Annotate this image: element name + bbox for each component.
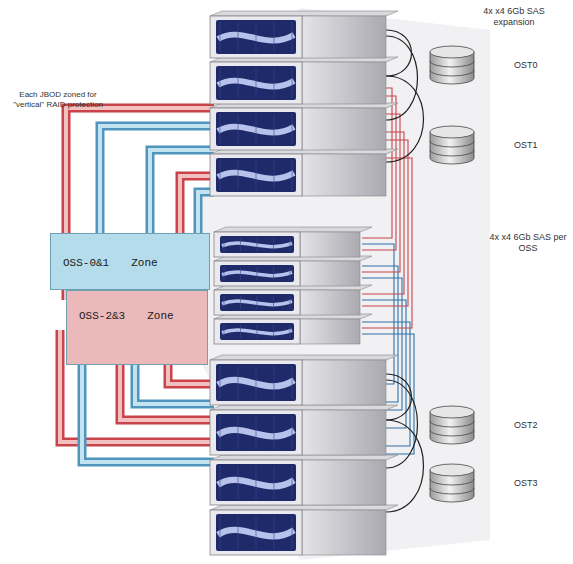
zone-label: OSS-2&3 Zone [79, 310, 174, 322]
storage-target: OST0 [428, 44, 542, 86]
expansion-cable [386, 30, 412, 76]
note-label: Each JBOD zoned for "vertical" RAID prot… [6, 90, 110, 109]
background-shade [200, 8, 490, 560]
expansion-cable [386, 374, 412, 420]
jbod-enclosure [210, 455, 398, 505]
disk-cylinder [428, 124, 476, 166]
zone-label: OSS-0&1 Zone [63, 257, 158, 269]
disk-cylinder [428, 462, 476, 504]
storage-target: OST2 [428, 404, 542, 446]
jbod-enclosure [210, 57, 398, 104]
jbod-enclosure [210, 405, 398, 455]
oss-server [214, 227, 372, 257]
jbod-enclosure [210, 355, 398, 405]
storage-target: OST3 [428, 462, 542, 504]
zone-box: OSS-2&3 Zone [66, 290, 208, 365]
target-label: OST3 [514, 478, 538, 488]
jbod-enclosure [210, 11, 398, 58]
oss-server [214, 256, 372, 286]
zone-cable [100, 126, 214, 240]
oss-server [214, 314, 372, 344]
jbod-enclosure [210, 505, 398, 555]
zone-box: OSS-0&1 Zone [50, 233, 210, 290]
disk-cylinder [428, 404, 476, 446]
note-label: 4x x4 6Gb SAS expansion [462, 6, 566, 28]
target-label: OST0 [514, 60, 538, 70]
zone-cable-core [150, 150, 214, 240]
disk-cylinder [428, 44, 476, 86]
jbod-enclosure [210, 103, 398, 150]
jbod-enclosure [210, 149, 398, 196]
target-label: OST1 [514, 140, 538, 150]
expansion-cables [386, 30, 424, 512]
expansion-cable [386, 36, 418, 120]
expansion-cable [386, 420, 424, 512]
note-label: 4x x4 6Gb SAS per OSS [486, 232, 570, 254]
target-label: OST2 [514, 420, 538, 430]
oss-server [214, 285, 372, 315]
storage-target: OST1 [428, 124, 542, 166]
zone-cable [150, 150, 214, 240]
zone-cable-core [100, 126, 214, 240]
